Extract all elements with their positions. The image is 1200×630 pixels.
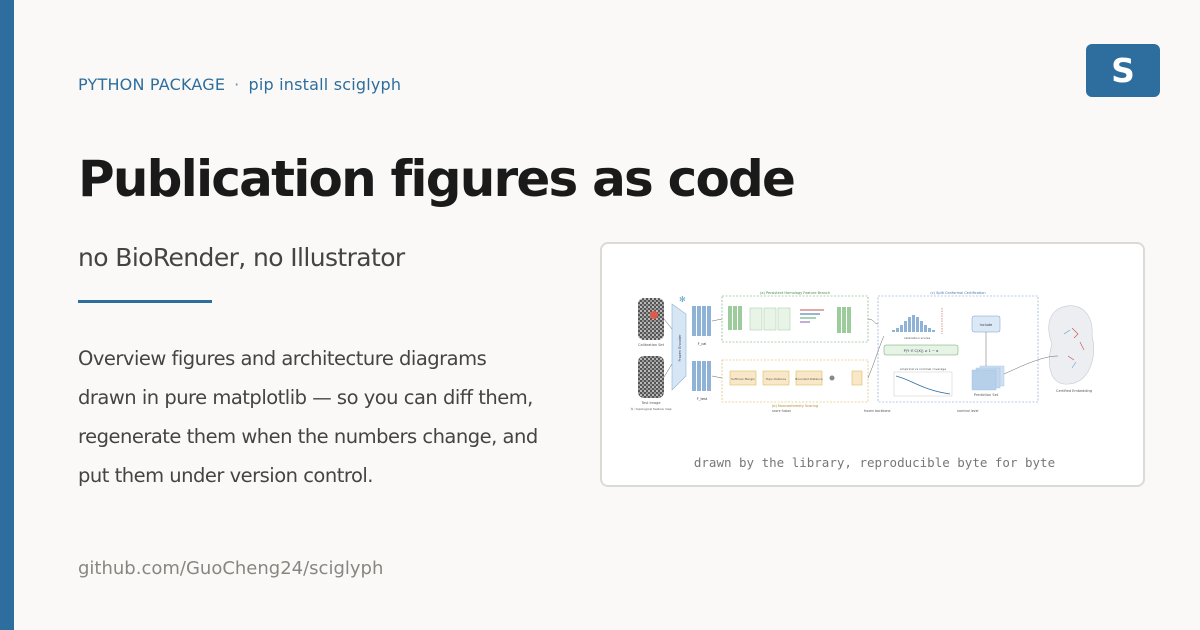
coverage-plot — [893, 371, 953, 397]
encoder-block — [671, 303, 687, 391]
eyebrow-separator: · — [234, 75, 240, 94]
label-test-image: Test Image — [641, 401, 661, 405]
legend-nominal-level: nominal level — [957, 409, 979, 413]
legend-frozen-backbone: frozen backbone — [864, 409, 891, 413]
calibration-histogram — [892, 315, 935, 332]
title-underline — [78, 300, 212, 303]
label-topo-distance: Topo distance — [765, 377, 787, 381]
package-category: PYTHON PACKAGE — [78, 75, 226, 94]
certified-embedding-blob — [1048, 305, 1094, 385]
label-coverage: P(Y ∈ C(X)) ≥ 1 − α — [904, 349, 939, 353]
architecture-diagram: Calibration Set Test Image ℳ: topologica… — [630, 291, 1094, 413]
softmax-block — [729, 370, 757, 386]
eyebrow: PYTHON PACKAGE · pip install sciglyph — [78, 75, 401, 94]
label-topo-map: ℳ: topological feature map — [630, 407, 671, 411]
page-title: Publication figures as code — [78, 150, 796, 208]
label-include: include — [980, 323, 993, 327]
snowflake-icon: ✻ — [679, 295, 686, 304]
logo-letter: S — [1111, 51, 1135, 90]
label-f-cal: F_cal — [698, 342, 707, 346]
install-command: pip install sciglyph — [248, 75, 402, 94]
label-encoder: Frozen Encoder — [678, 334, 682, 361]
connectors — [663, 318, 1059, 379]
highlight-dot — [650, 311, 658, 319]
embedding-points — [1067, 327, 1085, 361]
coverage-box — [883, 344, 959, 356]
score-block — [851, 370, 863, 386]
logo-badge: S — [1086, 44, 1160, 97]
coverage-curve — [895, 375, 951, 395]
feature-stack-cal — [692, 306, 711, 336]
figure-caption: drawn by the library, reproducible byte … — [693, 455, 1056, 470]
label-prediction-set: Prediction Set — [974, 393, 999, 397]
figure-preview-card: Calibration Set Test Image ℳ: topologica… — [600, 242, 1145, 487]
page-subtitle: no BioRender, no Illustrator — [78, 243, 405, 272]
accent-bar — [0, 0, 14, 630]
bounded-block — [795, 370, 823, 386]
feature-stack-test — [692, 361, 711, 391]
legend-score-fusion: score fusion — [772, 409, 791, 413]
panel-a-box — [721, 295, 869, 343]
test-image — [638, 356, 664, 398]
repo-link[interactable]: github.com/GuoCheng24/sciglyph — [78, 558, 384, 579]
topo-block — [762, 370, 790, 386]
label-bounded: Bounded Distance — [795, 377, 823, 381]
label-calibration-set: Calibration Set — [638, 343, 665, 347]
panel-b-box — [721, 359, 869, 403]
label-cal-scores: calibration scores — [904, 336, 931, 340]
embedding-points-blue — [1063, 329, 1077, 369]
label-empirical: empirical vs nominal coverage — [900, 367, 946, 371]
label-panel-a: (a) Persistent Homology Feature Branch — [760, 291, 830, 295]
fusion-node — [829, 375, 835, 381]
label-panel-c: (c) Split Conformal Certification — [930, 291, 985, 295]
panel-a-blocks — [728, 306, 851, 333]
description: Overview figures and architecture diagra… — [78, 347, 538, 487]
label-certified: Certified Embedding — [1056, 389, 1092, 393]
label-softmax: Softmax Margin — [731, 377, 755, 381]
label-panel-b: (b) Nonconformity Scoring — [772, 404, 818, 408]
label-f-test: F_test — [697, 397, 708, 401]
prediction-set-stack — [971, 365, 1005, 391]
calibration-image — [638, 298, 664, 340]
